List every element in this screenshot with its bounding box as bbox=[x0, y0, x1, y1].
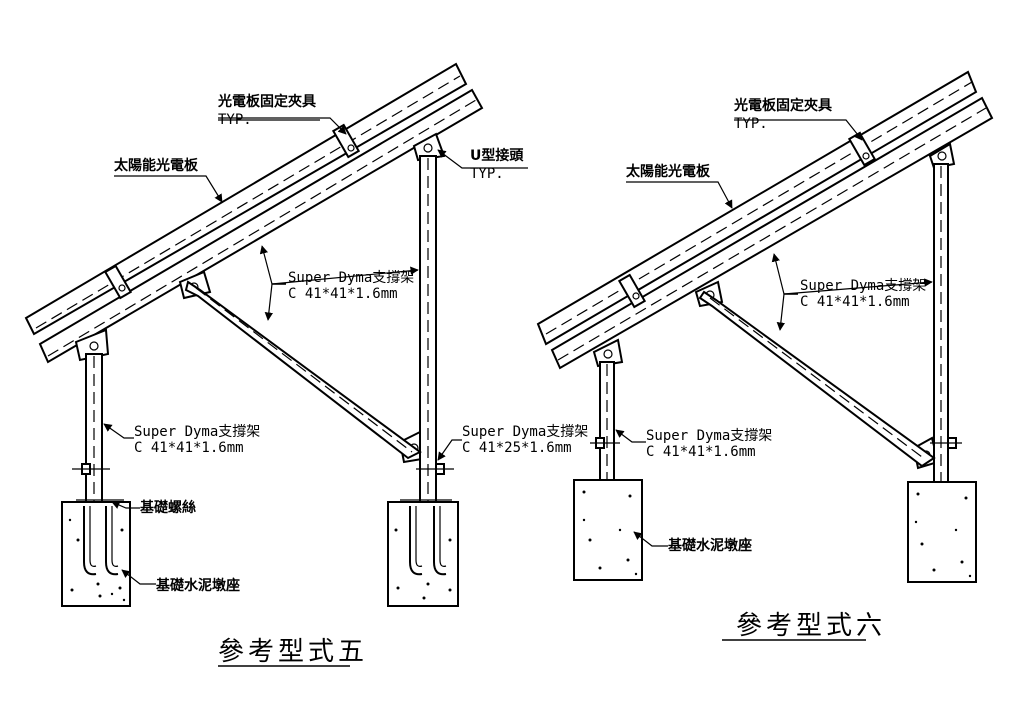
panel-clamp-right-1 bbox=[617, 273, 647, 309]
concrete-pier-left-rear bbox=[387, 499, 459, 607]
structure-type-5 bbox=[24, 62, 528, 607]
concrete-pier-right-rear bbox=[907, 481, 977, 583]
diagonal-brace-left bbox=[184, 280, 422, 460]
solar-panel-left bbox=[24, 62, 484, 364]
front-post-right bbox=[590, 361, 620, 513]
u-joint-left-front bbox=[74, 328, 110, 362]
label-brace-left: Super Dyma支撐架 bbox=[288, 270, 414, 286]
label-clamp-typ-left: TYP. bbox=[218, 112, 252, 128]
label-front-post-spec-right: C 41*41*1.6mm bbox=[646, 444, 756, 460]
label-brace-right: Super Dyma支撐架 bbox=[800, 278, 926, 294]
label-clamp-typ-right: TYP. bbox=[734, 116, 768, 132]
diagonal-brace-right bbox=[698, 290, 936, 468]
label-front-post-spec-left: C 41*41*1.6mm bbox=[134, 440, 244, 456]
label-bolt-left: 基礎螺絲 bbox=[140, 499, 196, 516]
label-brace-spec-left: C 41*41*1.6mm bbox=[288, 286, 398, 302]
label-pier-left: 基礎水泥墩座 bbox=[156, 577, 240, 594]
label-panel-left: 太陽能光電板 bbox=[114, 157, 199, 174]
u-joint-right-rear-top bbox=[928, 142, 956, 170]
rear-post-right bbox=[930, 163, 962, 515]
leaders-left bbox=[103, 117, 528, 585]
label-ujoint-typ-left: TYP. bbox=[470, 166, 504, 182]
label-rear-post-spec-left: C 41*25*1.6mm bbox=[462, 440, 572, 456]
label-front-post-left: Super Dyma支撐架 bbox=[134, 424, 260, 440]
structure-type-6 bbox=[536, 70, 994, 583]
label-clamp-left: 光電板固定夾具 bbox=[217, 93, 316, 110]
label-panel-right: 太陽能光電板 bbox=[626, 163, 711, 180]
label-front-post-right: Super Dyma支撐架 bbox=[646, 428, 772, 444]
leaders-right bbox=[615, 119, 933, 547]
concrete-pier-right-front bbox=[573, 479, 643, 581]
label-brace-spec-right: C 41*41*1.6mm bbox=[800, 294, 910, 310]
concrete-pier-left-front bbox=[61, 499, 131, 607]
title-type-5: 參考型式五 bbox=[218, 637, 368, 667]
label-rear-post-left: Super Dyma支撐架 bbox=[462, 424, 588, 440]
label-clamp-right: 光電板固定夾具 bbox=[733, 97, 832, 114]
u-joint-right-front bbox=[592, 338, 624, 368]
title-type-6: 參考型式六 bbox=[736, 611, 886, 641]
panel-clamp-left-1 bbox=[103, 264, 133, 300]
solar-panel-right bbox=[536, 70, 994, 370]
label-ujoint-left: U型接頭 bbox=[470, 147, 524, 164]
label-pier-right: 基礎水泥墩座 bbox=[668, 537, 752, 554]
